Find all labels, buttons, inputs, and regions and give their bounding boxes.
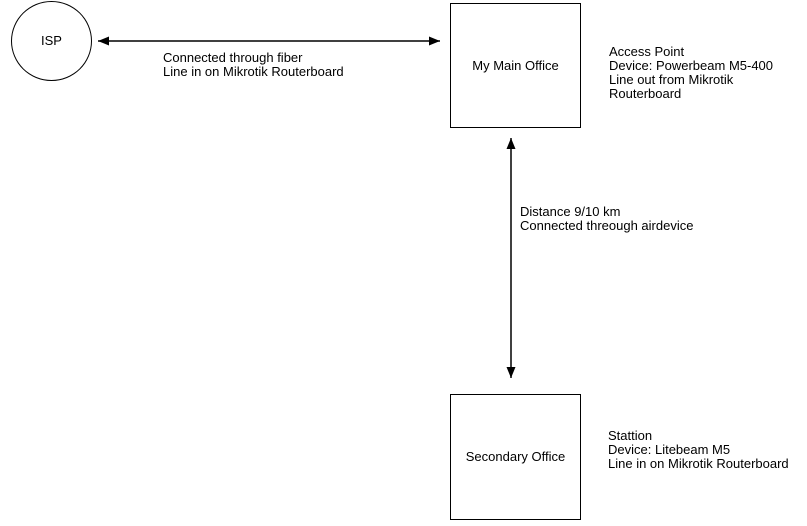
station-annotation: Stattion Device: Litebeam M5 Line in on … <box>608 428 789 471</box>
fiber-link-label: Connected through fiber Line in on Mikro… <box>163 50 344 79</box>
node-isp-label: ISP <box>41 33 62 48</box>
access-point-annotation: Access Point Device: Powerbeam M5-400 Li… <box>609 44 774 101</box>
node-secondary-office: Secondary Office <box>450 394 581 520</box>
distance-link-label: Distance 9/10 km Connected threough aird… <box>520 204 694 233</box>
node-main-office: My Main Office <box>450 3 581 128</box>
node-main-office-label: My Main Office <box>472 57 559 73</box>
node-secondary-office-label: Secondary Office <box>465 449 566 464</box>
node-isp: ISP <box>11 1 92 81</box>
